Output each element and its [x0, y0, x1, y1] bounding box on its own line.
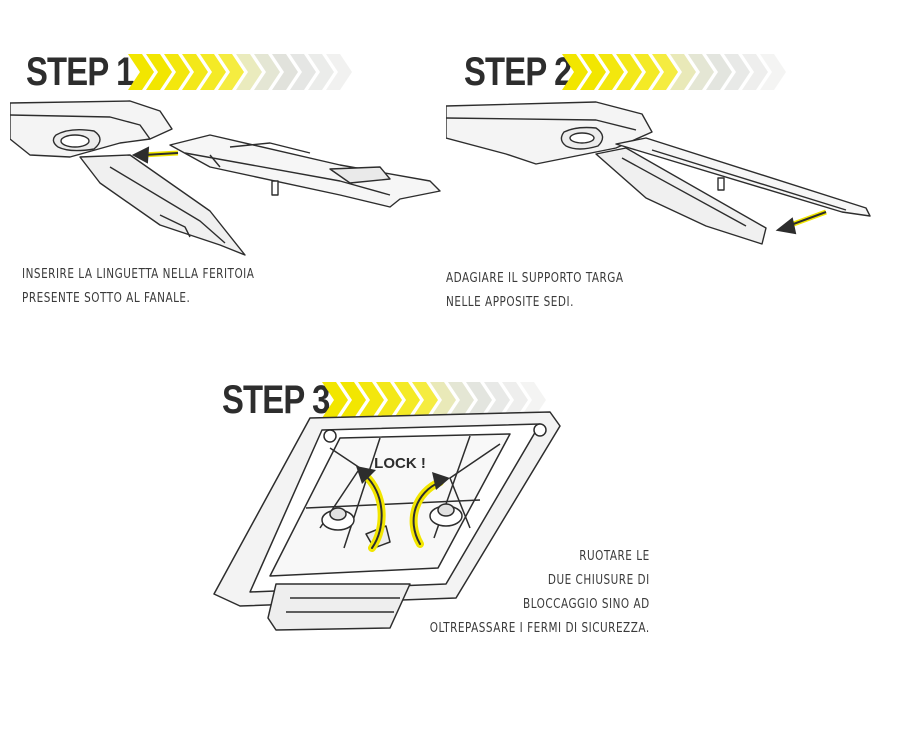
step-1-illustration [10, 100, 441, 256]
rotate-arrow-right [409, 472, 450, 548]
step-1-caption: INSERIRE LA LINGUETTA NELLA FERITOIA PRE… [22, 262, 254, 310]
step-2-chevron-bar [562, 54, 786, 90]
rotate-arrow-left [356, 466, 386, 552]
step-2-caption-line: NELLE APPOSITE SEDI. [446, 294, 574, 310]
step-1-title: STEP 1 [26, 50, 134, 94]
lock-knob-right [429, 503, 463, 527]
step-1-chevron-bar [128, 54, 352, 90]
step-2-title: STEP 2 [464, 50, 572, 94]
place-arrow [775, 209, 827, 235]
step-3-caption-line: OLTREPASSARE I FERMI DI SICUREZZA. [430, 620, 650, 636]
step-3-caption-line: BLOCCAGGIO SINO AD [523, 596, 650, 612]
step-3-caption-line: DUE CHIUSURE DI [548, 572, 650, 588]
step-3-title: STEP 3 [222, 378, 330, 422]
step-2-illustration [446, 101, 871, 245]
lock-callout: LOCK ! [374, 455, 426, 472]
step-3-caption: RUOTARE LE DUE CHIUSURE DI BLOCCAGGIO SI… [430, 544, 650, 640]
step-2-caption-line: ADAGIARE IL SUPPORTO TARGA [446, 270, 624, 286]
lock-knob-left [321, 507, 355, 531]
step-1-caption-line: PRESENTE SOTTO AL FANALE. [22, 290, 191, 306]
insert-arrow [131, 146, 179, 164]
step-3-chevron-bar [322, 382, 546, 418]
step-3-illustration: LOCK ! [213, 411, 561, 631]
chevrons [128, 54, 352, 90]
step-1-caption-line: INSERIRE LA LINGUETTA NELLA FERITOIA [22, 266, 255, 282]
step-3-caption-line: RUOTARE LE [579, 548, 650, 564]
step-2-caption: ADAGIARE IL SUPPORTO TARGA NELLE APPOSIT… [446, 266, 624, 314]
